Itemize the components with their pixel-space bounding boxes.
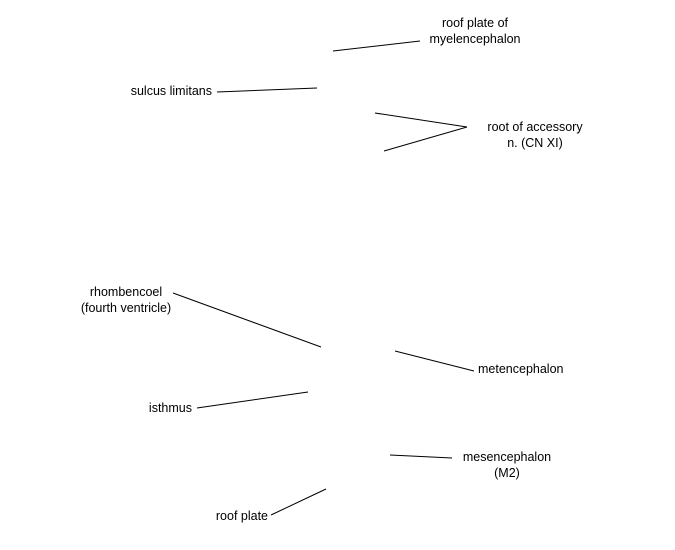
leader-line-root-accessory-upper xyxy=(374,112,468,128)
label-line: roof plate of xyxy=(441,16,508,30)
leader-line-roof-plate xyxy=(270,488,327,516)
leader-line-rhombencoel xyxy=(172,292,322,348)
label-line: (M2) xyxy=(494,466,520,480)
label-metencephalon: metencephalon xyxy=(478,361,598,377)
label-line: n. (CN XI) xyxy=(507,136,563,150)
label-line: myelencephalon xyxy=(429,32,521,46)
label-line: mesencephalon xyxy=(462,450,552,464)
leader-line-root-accessory-lower xyxy=(383,126,468,152)
label-line: sulcus limitans xyxy=(130,84,212,98)
leader-line-isthmus xyxy=(196,391,309,409)
label-root-of-accessory-nerve: root of accessory n. (CN XI) xyxy=(465,119,605,151)
label-line: roof plate xyxy=(215,509,268,523)
label-roof-plate-of-myelencephalon: roof plate of myelencephalon xyxy=(415,15,535,47)
leader-line-roof-plate-myelencephalon xyxy=(332,40,421,52)
leader-line-sulcus-limitans xyxy=(216,87,318,93)
label-line: isthmus xyxy=(148,401,192,415)
label-line: root of accessory xyxy=(487,120,583,134)
label-rhombencoel: rhombencoel (fourth ventricle) xyxy=(66,284,186,316)
label-mesencephalon: mesencephalon (M2) xyxy=(447,449,567,481)
label-line: metencephalon xyxy=(478,362,564,376)
label-line: rhombencoel xyxy=(89,285,163,299)
label-line: (fourth ventricle) xyxy=(80,301,172,315)
leader-line-metencephalon xyxy=(394,350,475,372)
label-sulcus-limitans: sulcus limitans xyxy=(100,83,212,99)
label-isthmus: isthmus xyxy=(100,400,192,416)
label-roof-plate: roof plate xyxy=(168,508,268,524)
leader-line-mesencephalon xyxy=(389,454,453,459)
